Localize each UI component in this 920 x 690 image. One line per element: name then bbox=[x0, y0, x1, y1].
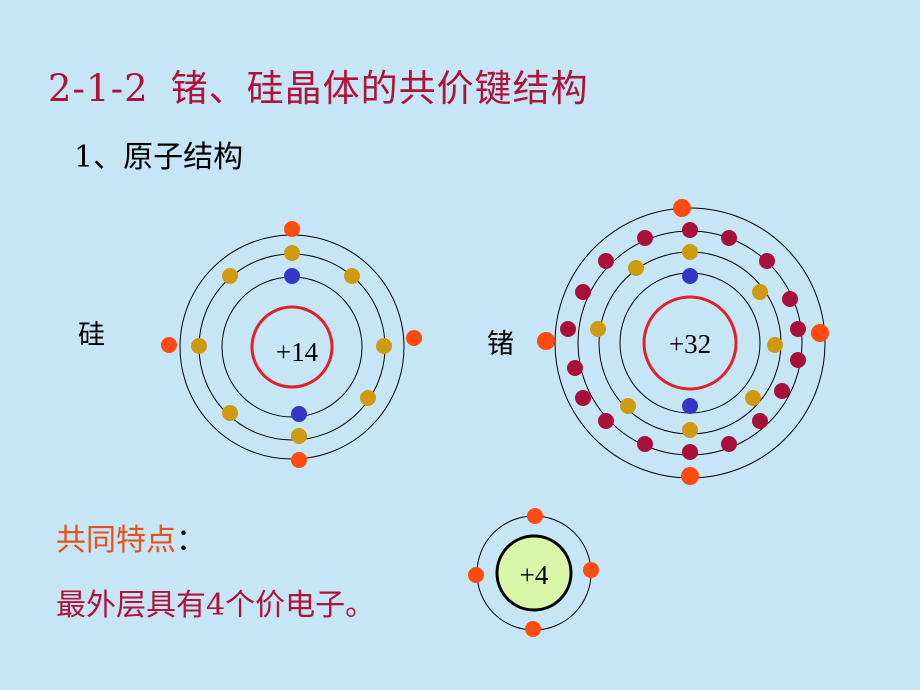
germanium-valence-electron bbox=[681, 467, 699, 485]
germanium-electron bbox=[628, 260, 644, 276]
germanium-valence-electron bbox=[811, 324, 829, 342]
silicon-electron bbox=[284, 268, 300, 284]
simplified-atom: +4 bbox=[468, 508, 599, 637]
germanium-valence-electron bbox=[673, 199, 691, 217]
simplified-valence-electron bbox=[527, 508, 543, 524]
page-title: 2-1-2 锗、硅晶体的共价键结构 bbox=[48, 58, 589, 112]
simplified-valence-electron bbox=[583, 562, 599, 578]
germanium-nucleus bbox=[642, 295, 738, 391]
germanium-electron bbox=[682, 268, 698, 284]
germanium-electron bbox=[575, 284, 591, 300]
germanium-electron bbox=[752, 413, 768, 429]
germanium-electron bbox=[620, 398, 636, 414]
germanium-electron bbox=[759, 253, 775, 269]
silicon-valence-electron bbox=[406, 330, 422, 346]
germanium-electron bbox=[745, 390, 761, 406]
germanium-electron bbox=[682, 422, 698, 438]
silicon-atom: +14 bbox=[161, 221, 422, 468]
silicon-electron bbox=[360, 390, 376, 406]
silicon-electron bbox=[376, 338, 392, 354]
germanium-electron bbox=[790, 352, 806, 368]
silicon-valence-electron bbox=[161, 337, 177, 353]
germanium-nucleus-charge: +32 bbox=[669, 329, 711, 359]
germanium-electron bbox=[721, 230, 737, 246]
germanium-electron bbox=[774, 383, 790, 399]
section-number: 2-1-2 bbox=[48, 67, 149, 110]
subheading: 1、原子结构 bbox=[74, 140, 244, 175]
germanium-electron bbox=[682, 444, 698, 460]
germanium-electron bbox=[590, 321, 606, 337]
silicon-electron bbox=[344, 268, 360, 284]
silicon-electron bbox=[284, 245, 300, 261]
germanium-electron bbox=[598, 253, 614, 269]
germanium-electron bbox=[790, 321, 806, 337]
germanium-electron bbox=[598, 413, 614, 429]
title-text: 锗、硅晶体的共价键结构 bbox=[170, 67, 589, 110]
germanium-electron bbox=[682, 398, 698, 414]
simplified-nucleus bbox=[495, 534, 573, 612]
silicon-valence-electron bbox=[291, 452, 307, 468]
silicon-valence-electron bbox=[284, 221, 300, 237]
germanium-electron bbox=[682, 244, 698, 260]
simplified-nucleus-charge: +4 bbox=[520, 560, 549, 590]
common-features-colon: ： bbox=[176, 523, 206, 558]
germanium-electron bbox=[782, 291, 798, 307]
simplified-valence-electron bbox=[525, 621, 541, 637]
silicon-electron bbox=[291, 428, 307, 444]
germanium-electron bbox=[752, 284, 768, 300]
germanium-electron bbox=[560, 321, 576, 337]
germanium-electron bbox=[682, 222, 698, 238]
germanium-electron bbox=[567, 360, 583, 376]
silicon-nucleus bbox=[250, 305, 334, 389]
germanium-electron bbox=[637, 230, 653, 246]
germanium-electron bbox=[767, 337, 783, 353]
germanium-electron bbox=[575, 390, 591, 406]
common-features-title: 共同特点： bbox=[56, 515, 206, 559]
common-features-description: 最外层具有4个价电子。 bbox=[56, 588, 376, 623]
silicon-label: 硅 bbox=[78, 320, 105, 351]
silicon-electron bbox=[191, 338, 207, 354]
germanium-label: 锗 bbox=[487, 329, 514, 360]
germanium-atom: +32 bbox=[537, 199, 829, 485]
silicon-electron bbox=[291, 406, 307, 422]
silicon-nucleus-charge: +14 bbox=[276, 337, 319, 367]
simplified-valence-electron bbox=[468, 567, 484, 583]
germanium-electron bbox=[637, 436, 653, 452]
silicon-electron bbox=[222, 405, 238, 421]
common-features-label: 共同特点 bbox=[56, 523, 176, 558]
silicon-electron bbox=[222, 268, 238, 284]
germanium-valence-electron bbox=[537, 332, 555, 350]
germanium-electron bbox=[721, 436, 737, 452]
